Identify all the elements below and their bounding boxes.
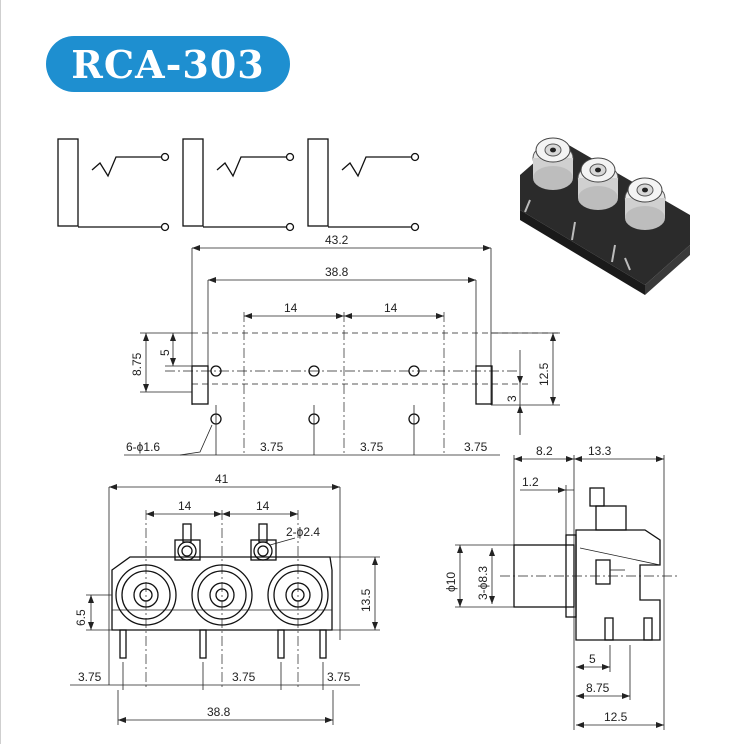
top-pitch-left: 14 [284,301,298,315]
rca-jack-photo-icon [520,137,690,295]
front-offset-3: 3.75 [327,670,351,684]
front-offset-1: 3.75 [78,670,102,684]
top-right-height: 12.5 [537,362,551,386]
schematic-symbols [57,138,420,232]
schematic-symbol-2 [182,138,295,232]
front-pitch-right: 14 [256,499,270,513]
side-view [455,455,680,730]
side-inner-dia: 3-ϕ8.3 [476,566,490,600]
front-center-height: 6.5 [74,609,88,626]
front-offset-2: 3.75 [232,670,256,684]
top-left-height: 8.75 [130,352,144,376]
side-depth-2: 13.3 [588,444,612,458]
schematic-symbol-1 [57,138,170,232]
frame-edge [0,0,1,744]
top-holes: 6-ϕ1.6 [126,440,160,454]
front-height: 13.5 [359,588,373,612]
side-pin-2: 8.75 [586,681,610,695]
top-right-small: 3 [505,395,519,402]
schematic-symbol-3 [307,138,420,232]
top-offset-3: 3.75 [464,440,488,454]
front-overall-width: 41 [215,472,229,486]
side-pin-3: 12.5 [604,710,628,724]
top-overall-width: 43.2 [325,233,349,247]
front-pitch-left: 14 [178,499,192,513]
top-offset-1: 3.75 [260,440,284,454]
top-inner-width: 38.8 [325,265,349,279]
front-pin-dia: 2-ϕ2.4 [286,525,320,539]
side-pin-1: 5 [589,652,596,666]
dimension-labels: 43.2 38.8 14 14 8.75 5 12.5 3 6-ϕ1.6 3.7… [74,233,628,724]
front-view [70,484,380,725]
top-left-small: 5 [158,349,172,356]
top-offset-2: 3.75 [360,440,384,454]
title-badge: RCA-303 [46,36,290,92]
side-flange: 1.2 [522,475,539,489]
front-bottom-width: 38.8 [207,705,231,719]
side-depth-1: 8.2 [536,444,553,458]
top-pitch-right: 14 [384,301,398,315]
page-title: RCA-303 [71,41,265,87]
side-outer-dia: ϕ10 [444,572,458,592]
top-view [124,245,560,456]
